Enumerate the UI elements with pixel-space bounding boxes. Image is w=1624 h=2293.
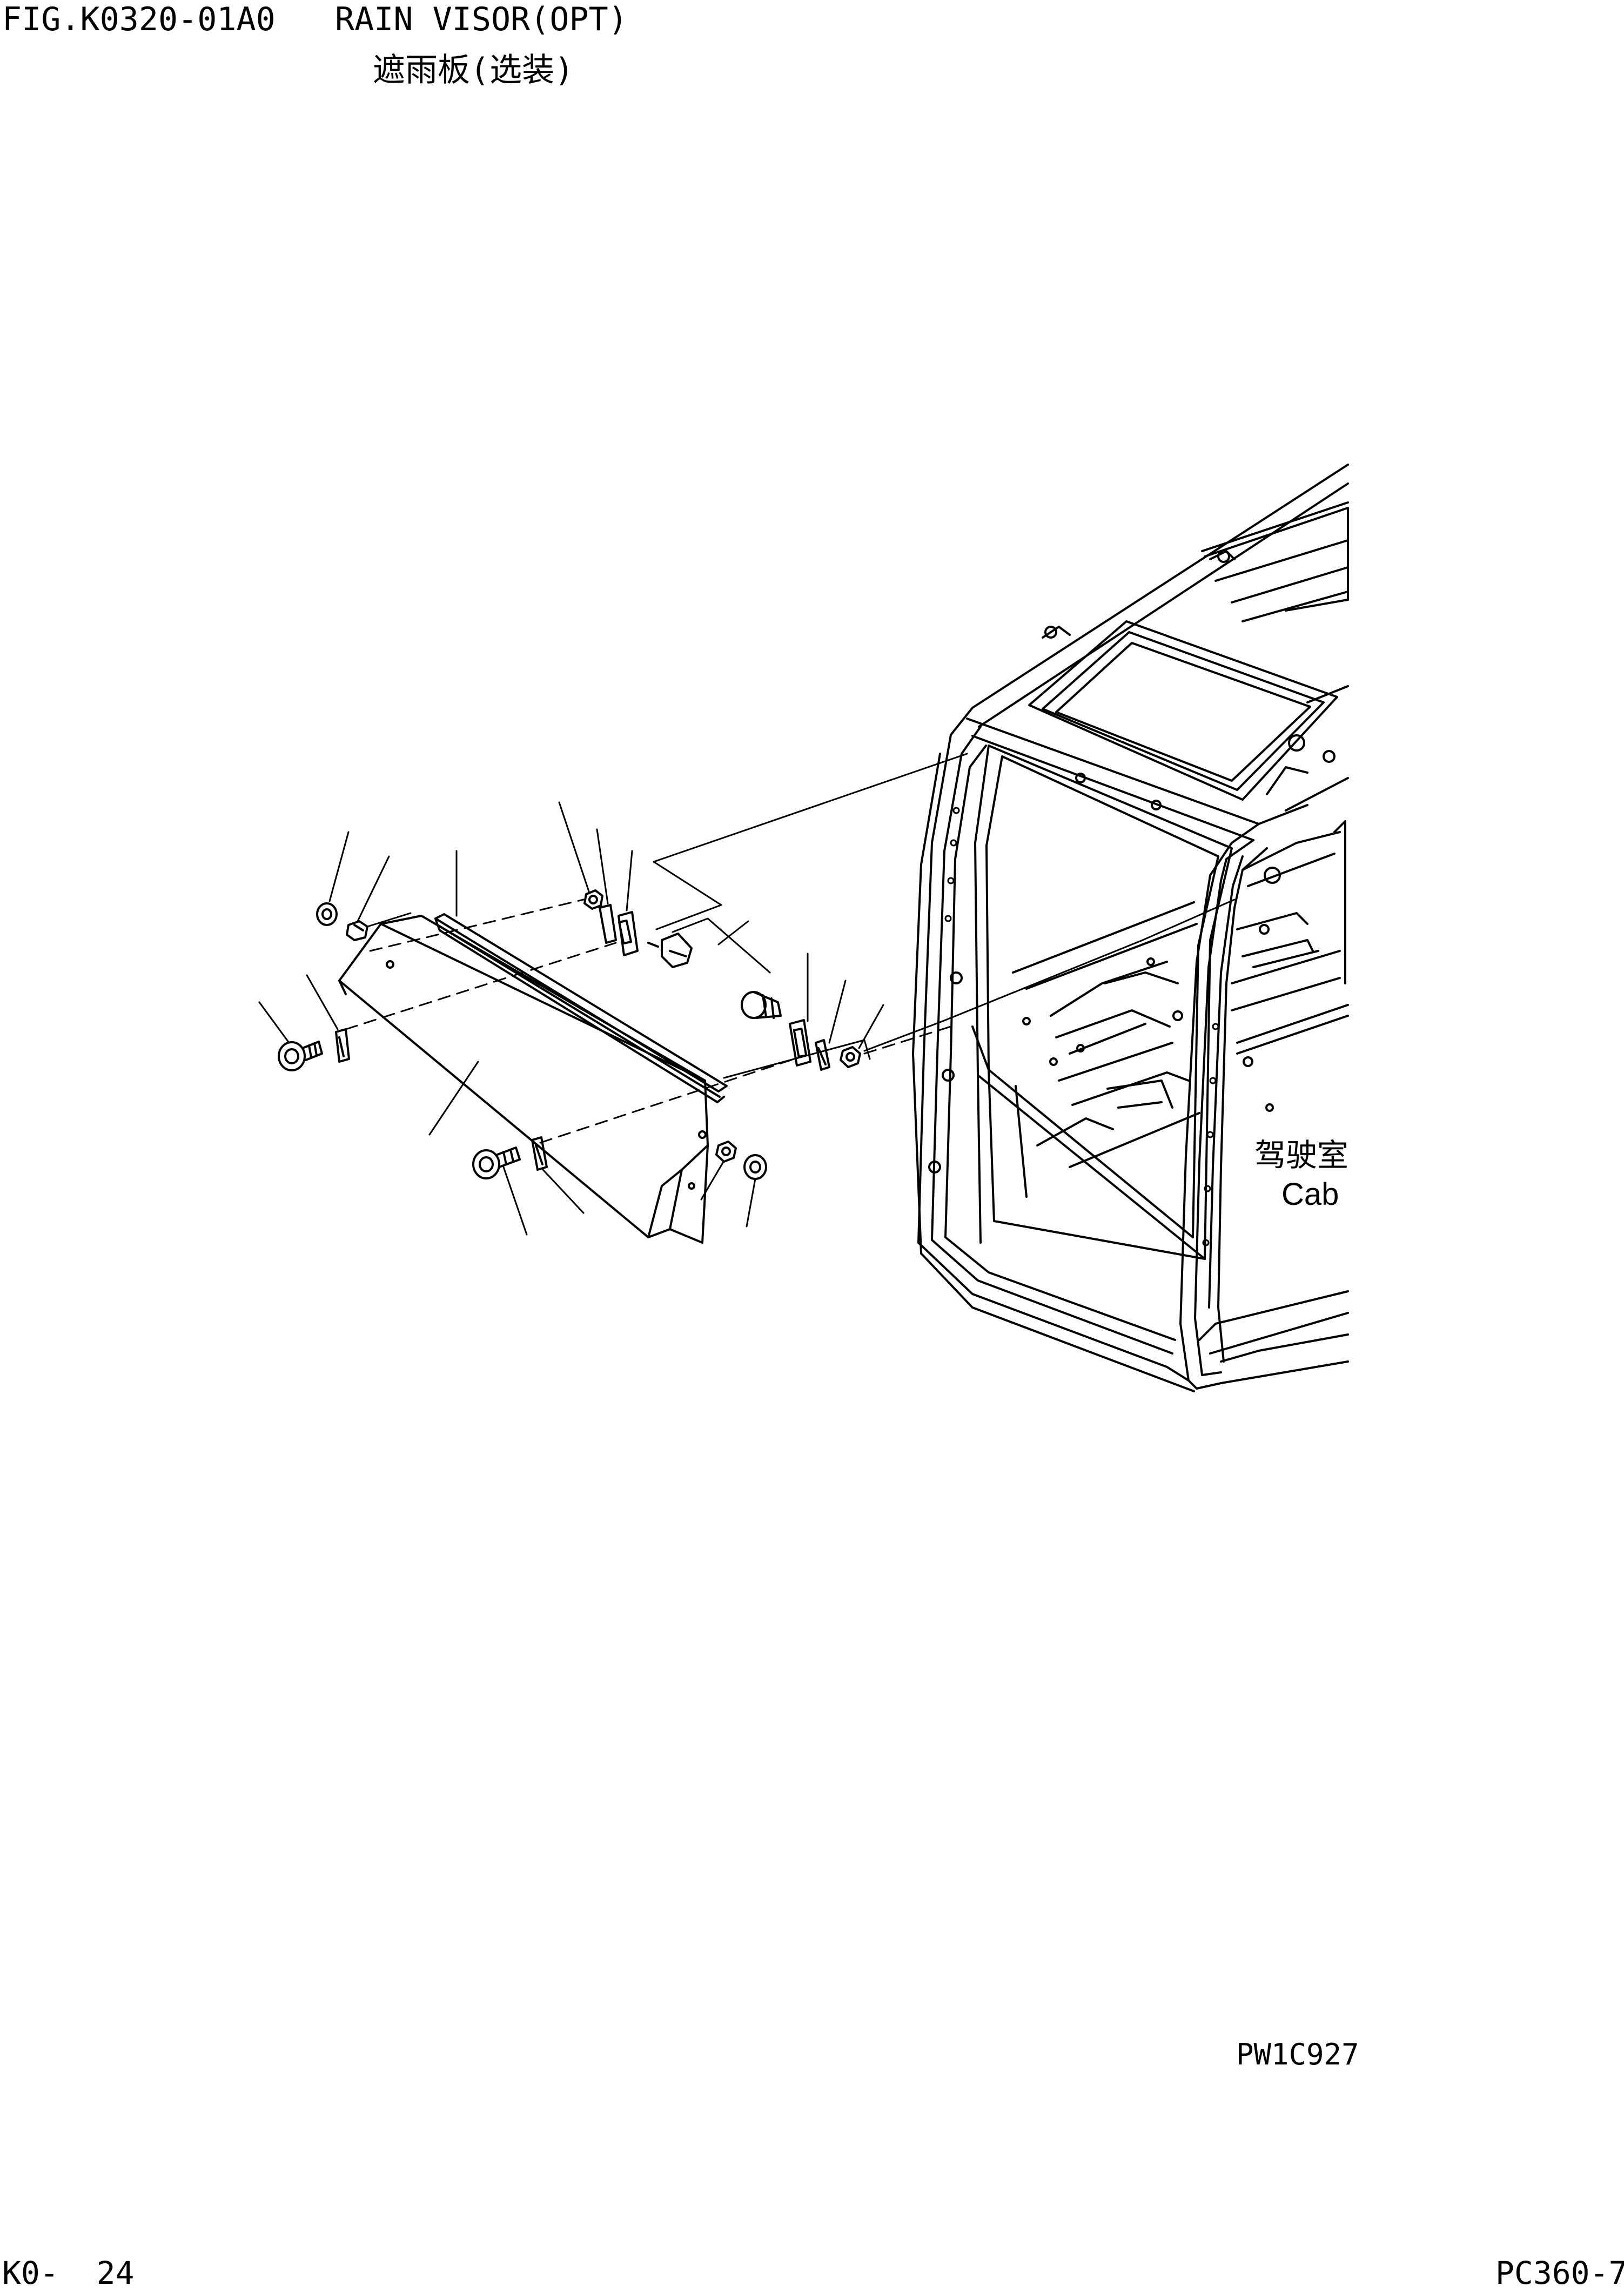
assembly-dashed-lines xyxy=(346,900,951,1143)
rain-visor-panel xyxy=(339,916,708,1243)
machine-model: PC360-7 xyxy=(1495,2255,1624,2291)
drawing-number: PW1C927 xyxy=(1236,2037,1359,2071)
callout-leaders xyxy=(259,802,883,1235)
fasteners xyxy=(279,890,860,1179)
assembly-guide-lines xyxy=(367,754,1234,1078)
visor-seal-strip xyxy=(435,914,727,1102)
page-number: K0- 24 xyxy=(2,2255,135,2291)
figure-code: FIG.K0320-01A0 xyxy=(2,1,276,38)
figure-title-english: RAIN VISOR(OPT) xyxy=(335,1,628,38)
cab-frame xyxy=(913,465,1348,1391)
cab-label-chinese: 驾驶室 xyxy=(1254,1138,1349,1173)
figure-title-chinese: 遮雨板(选装) xyxy=(373,51,574,89)
cab-label-english: Cab xyxy=(1281,1177,1339,1212)
